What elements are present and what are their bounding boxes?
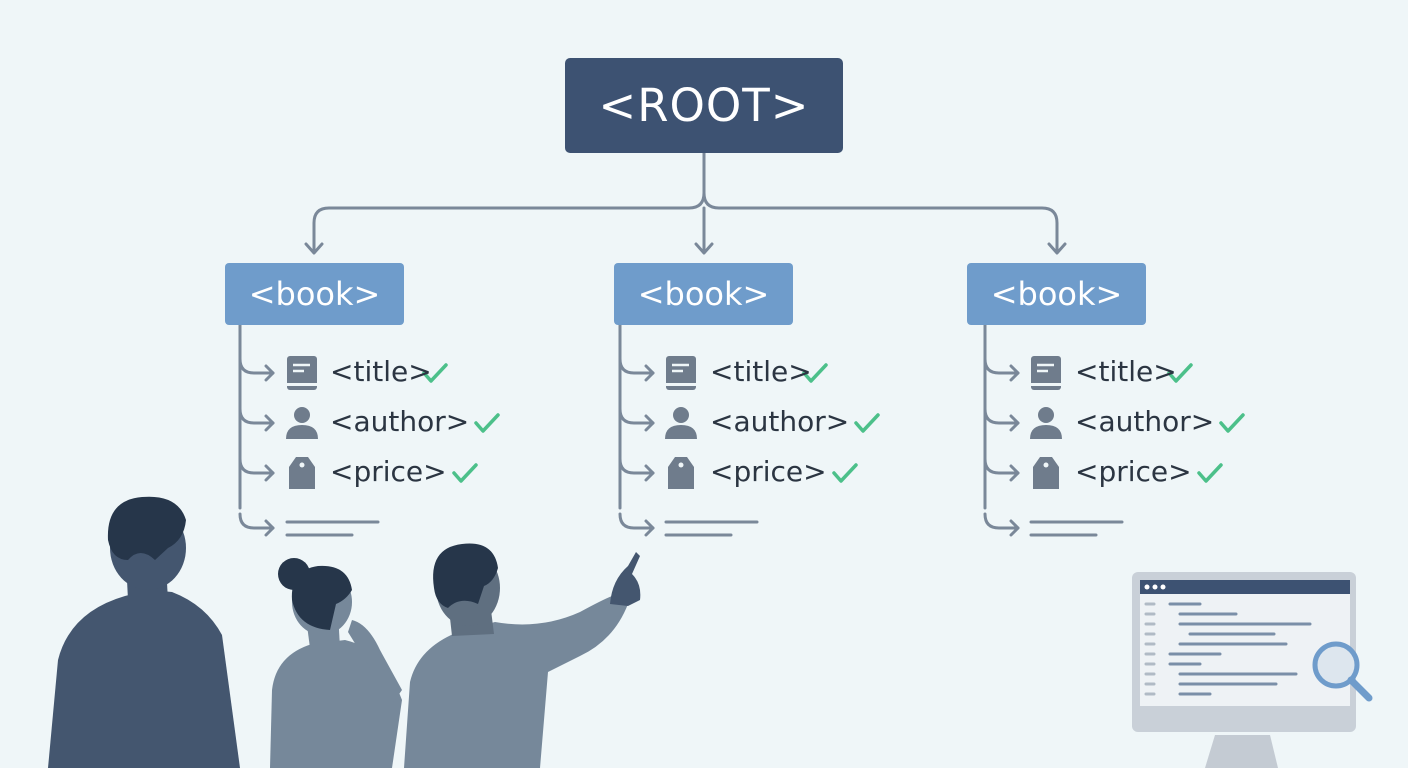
check-icon [802,363,828,383]
book-node-1: <book> [225,263,404,325]
check-icon [452,463,478,483]
arrowhead-book-3 [1047,242,1067,255]
check-icon [832,463,858,483]
book-node-3: <book> [967,263,1146,325]
child-label-price: <price> [1075,455,1192,488]
check-icon [1219,413,1245,433]
branch-arrow [238,357,275,382]
check-icon [422,363,448,383]
branch-arrow [983,407,1020,432]
branch-arrow [618,407,655,432]
book-icon [1031,356,1061,390]
branch-arrow [983,512,1020,537]
child-label-price: <price> [710,455,827,488]
book-icon [287,356,317,390]
person-silhouette-woman [270,558,402,768]
book-icon [666,356,696,390]
child-label-author: <author> [330,405,470,438]
price-tag-icon [289,457,315,489]
check-icon [474,413,500,433]
branch-arrow [238,512,275,537]
child-label-title: <title> [1075,355,1177,388]
person-icon [665,407,697,439]
branch-arrow [983,457,1020,482]
person-silhouette-left [48,496,240,768]
root-connectors [304,151,1067,255]
branch-arrow [238,407,275,432]
child-label-title: <title> [330,355,432,388]
check-icon [1197,463,1223,483]
check-icon [854,413,880,433]
book-branches [238,323,1124,537]
check-icon [1167,363,1193,383]
code-monitor-icon [1132,572,1373,768]
root-node: <ROOT> [565,58,843,153]
branch-arrow [983,357,1020,382]
child-label-title: <title> [710,355,812,388]
book-node-2: <book> [614,263,793,325]
branch-arrow [618,512,655,537]
person-icon [286,407,318,439]
check-marks [422,363,1245,483]
connector-book-3 [702,151,1059,254]
child-icons [286,356,1062,489]
connector-book-1 [312,151,706,254]
arrowhead-book-1 [304,242,324,255]
person-icon [1030,407,1062,439]
branch-arrow [238,457,275,482]
child-label-price: <price> [330,455,447,488]
branch-arrow [618,457,655,482]
branch-arrow [618,357,655,382]
person-pointing-silhouette [404,543,641,768]
more-children-placeholder [1029,520,1124,537]
price-tag-icon [1033,457,1059,489]
people-illustration [48,496,641,768]
more-children-placeholder [285,520,380,537]
magnifier-icon [1312,641,1373,702]
price-tag-icon [668,457,694,489]
child-label-author: <author> [710,405,850,438]
more-children-placeholder [664,520,759,537]
child-label-author: <author> [1075,405,1215,438]
arrowhead-book-2 [694,242,714,255]
